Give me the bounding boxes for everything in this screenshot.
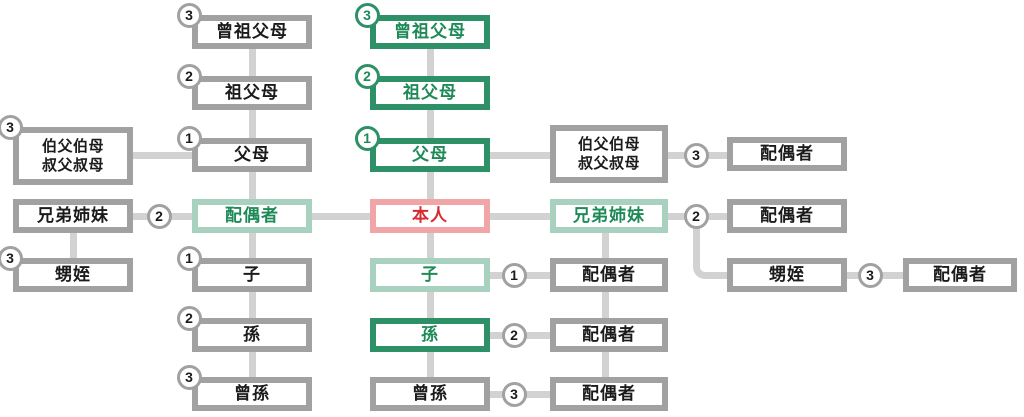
node-ggp-left: 曾祖父母 [192, 15, 312, 49]
degree-badge-ggp-left: 3 [176, 2, 202, 28]
connector-line-horizontal [308, 212, 374, 220]
connector-line-horizontal [125, 151, 196, 159]
degree-badge-cb-ggrandchild-spouse: 3 [501, 381, 527, 407]
connector-line-horizontal [485, 151, 555, 159]
node-spouse-ggrandchild: 配偶者 [550, 377, 668, 411]
degree-badge-uncle-left: 3 [0, 114, 23, 140]
connector-line-vertical [69, 216, 77, 275]
degree-badge-ggrandchild-left: 3 [176, 364, 202, 390]
node-uncle-left: 伯父伯母 叔父叔母 [13, 127, 133, 185]
degree-badge-parents-left: 1 [176, 125, 202, 151]
connector-line-vertical [601, 216, 609, 394]
degree-badge-gp-center: 2 [354, 63, 380, 89]
node-grandchild-center: 孫 [370, 318, 490, 352]
degree-badge-ggp-center: 3 [354, 2, 380, 28]
node-spouse-grandchild: 配偶者 [550, 318, 668, 352]
connector-line-horizontal [485, 212, 555, 220]
node-spouse-nephew-right: 配偶者 [903, 258, 1017, 292]
node-uncle-right: 伯父伯母 叔父叔母 [550, 125, 668, 183]
node-parents-center: 父母 [370, 138, 490, 172]
degree-badge-cb-child-spouse: 1 [501, 262, 527, 288]
node-ggrandchild-center: 曾孫 [370, 377, 490, 411]
node-nephew-right: 甥姪 [727, 258, 847, 292]
node-child-left: 子 [192, 258, 312, 292]
node-ggrandchild-left: 曾孫 [192, 377, 312, 411]
node-ggp-center: 曾祖父母 [370, 15, 490, 49]
degree-badge-grandchild-left: 2 [176, 305, 202, 331]
degree-badge-parents-center: 1 [354, 125, 380, 151]
node-child-center: 子 [370, 258, 490, 292]
connector-elbow-siblings-to-nephew [692, 228, 732, 279]
degree-badge-cb-grandchild-spouse: 2 [501, 322, 527, 348]
node-gp-center: 祖父母 [370, 76, 490, 110]
node-self: 本人 [370, 199, 490, 233]
node-grandchild-left: 孫 [192, 318, 312, 352]
degree-badge-cb-siblings-right: 2 [683, 203, 709, 229]
degree-badge-cb-siblings-spouse-left: 2 [146, 203, 172, 229]
degree-badge-nephew-left: 3 [0, 245, 23, 271]
node-spouse-child: 配偶者 [550, 258, 668, 292]
node-spouse-left: 配偶者 [192, 199, 312, 233]
node-siblings-right: 兄弟姉妹 [550, 199, 668, 233]
degree-badge-cb-nephew-right: 3 [857, 262, 883, 288]
degree-badge-cb-uncle-right: 3 [683, 142, 709, 168]
degree-badge-gp-left: 2 [176, 63, 202, 89]
node-gp-left: 祖父母 [192, 76, 312, 110]
node-spouse-uncle-right: 配偶者 [727, 137, 847, 171]
node-spouse-siblings-right: 配偶者 [727, 199, 847, 233]
node-parents-left: 父母 [192, 138, 312, 172]
degree-badge-child-left: 1 [176, 245, 202, 271]
node-siblings-left: 兄弟姉妹 [13, 199, 133, 233]
node-nephew-left: 甥姪 [13, 258, 133, 292]
